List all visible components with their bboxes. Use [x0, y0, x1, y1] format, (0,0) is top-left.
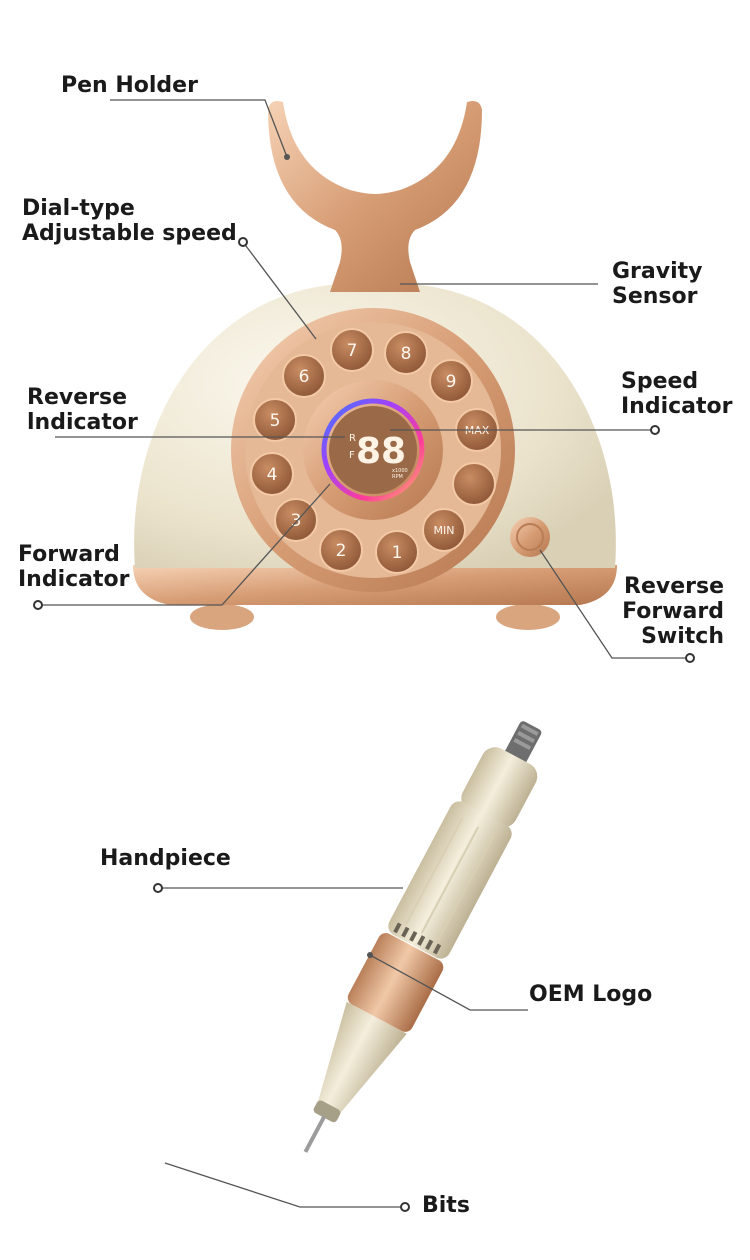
label-forward-indicator: Forward Indicator	[18, 542, 130, 592]
right-foot	[496, 604, 560, 630]
adjustable-speed-text: Adjustable speed	[22, 221, 237, 246]
leader-lines	[33, 99, 695, 1212]
dial-key[interactable]	[384, 331, 428, 375]
dial-key[interactable]	[250, 452, 294, 496]
reverse-text: Reverse	[27, 385, 127, 410]
pen-groove	[405, 818, 464, 925]
dial-key-label: MIN	[434, 524, 455, 537]
leader-switch	[539, 549, 690, 659]
label-rf-switch: Reverse Forward Switch	[622, 574, 724, 649]
dial-key-label: 2	[336, 541, 347, 561]
pen-groove	[420, 826, 480, 934]
label-oem-logo: OEM Logo	[529, 982, 652, 1007]
display-screen	[329, 406, 417, 494]
label-handpiece: Handpiece	[100, 846, 231, 871]
dial-key-label: 6	[299, 367, 310, 387]
leader-dial-speed	[242, 241, 317, 340]
label-reverse-indicator: Reverse lndicator	[27, 385, 138, 435]
display-digits: 88	[356, 431, 406, 472]
dial-type-text: Dial-type	[22, 196, 135, 221]
rgb-ring	[321, 398, 425, 502]
pen-nose	[317, 1001, 407, 1116]
dial-key[interactable]	[375, 530, 419, 574]
bits-text: Bits	[422, 1193, 470, 1218]
label-pen-holder: Pen Holder	[61, 73, 198, 98]
label-bits: Bits	[422, 1193, 470, 1218]
handpiece-pen	[303, 721, 542, 1153]
connector-ridge	[517, 730, 535, 743]
speed-indicator-text: Indicator	[621, 394, 733, 419]
label-speed-indicator: Speed Indicator	[621, 369, 733, 419]
speed-text: Speed	[621, 369, 699, 394]
connector-ridge	[513, 738, 532, 751]
dial-key-label: 9	[446, 372, 457, 392]
leader-oem	[369, 954, 528, 1011]
dial-key[interactable]	[429, 359, 473, 403]
dial-key[interactable]	[319, 528, 363, 572]
display-unit: RPM	[392, 474, 403, 480]
dial-key[interactable]	[282, 354, 326, 398]
rf-switch-face	[516, 523, 544, 551]
dial-key[interactable]	[330, 328, 374, 372]
left-foot	[190, 604, 254, 630]
dial-key[interactable]	[253, 398, 297, 442]
reverse-led-letter: R	[349, 433, 356, 444]
pen-groove	[436, 835, 495, 942]
forward-indicator-text: Indicator	[18, 567, 130, 592]
pen-holder-text: Pen Holder	[61, 73, 198, 98]
leader-pen-holder	[110, 99, 288, 158]
display-sub: x1000	[392, 468, 408, 474]
dial-key-label: 5	[270, 411, 281, 431]
rf-switch-button[interactable]	[510, 517, 550, 557]
oem-logo-text: OEM Logo	[529, 982, 653, 1007]
forward-text: Forward	[18, 542, 120, 567]
handpiece-text: Handpiece	[100, 846, 231, 871]
sensor-text: Sensor	[612, 284, 698, 309]
reverse-indicator-text: lndicator	[27, 410, 138, 435]
leader-forward	[38, 483, 331, 606]
label-dial-type: Dial-type Adjustable speed	[22, 196, 237, 246]
pen-collar	[313, 1100, 341, 1123]
drill-bit	[303, 1115, 326, 1153]
rf-switch-text: Switch	[641, 624, 724, 649]
label-gravity-sensor: Gravity Sensor	[612, 259, 703, 309]
gravity-text: Gravity	[612, 259, 703, 284]
forward-led-letter: F	[349, 450, 355, 461]
dial-key-label: 8	[401, 344, 412, 364]
leader-bits	[164, 1162, 405, 1208]
dial-key[interactable]	[452, 462, 496, 506]
dial-key-label: 4	[267, 465, 278, 485]
rf-forward-text: Forward	[622, 599, 724, 624]
dial-key[interactable]	[422, 508, 466, 552]
vent-slots	[393, 922, 442, 955]
dial-key-label: 7	[347, 341, 358, 361]
connector-ridge	[520, 723, 539, 736]
pen-holder[interactable]	[268, 101, 482, 292]
pen-rose-grip	[347, 933, 444, 1032]
dial-key-label: 1	[392, 543, 403, 563]
dial-key-label: 3	[291, 511, 302, 531]
pen-cap	[461, 747, 538, 828]
rf-reverse-text: Reverse	[624, 574, 724, 599]
